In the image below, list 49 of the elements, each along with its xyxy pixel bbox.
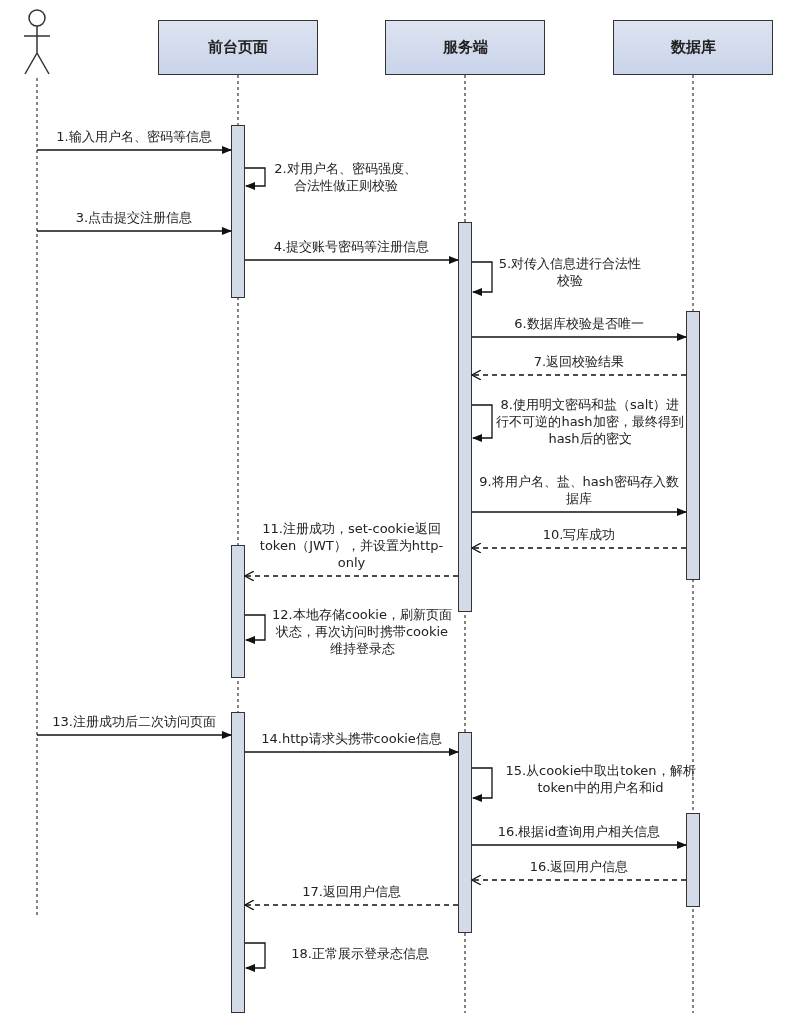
activation-bar (686, 311, 700, 580)
message-arrow (471, 508, 687, 516)
message-arrow (36, 731, 232, 739)
message-label: 18.正常展示登录态信息 (290, 945, 430, 962)
message-arrow (471, 369, 687, 381)
message-arrow (36, 227, 232, 235)
message-arrow (244, 570, 459, 582)
message-arrow (471, 542, 687, 554)
message-label: 7.返回校验结果 (532, 353, 626, 370)
actor-with-lifeline (22, 8, 52, 915)
message-label: 3.点击提交注册信息 (74, 209, 194, 226)
message-arrow (471, 841, 687, 849)
message-label: 17.返回用户信息 (301, 883, 402, 900)
message-arrow (471, 404, 493, 442)
message-arrow (244, 167, 266, 190)
message-label: 10.写库成功 (541, 526, 617, 543)
participant-box: 数据库 (613, 20, 773, 75)
activation-bar (231, 125, 245, 298)
message-label: 13.注册成功后二次访问页面 (51, 713, 217, 730)
message-label: 16.返回用户信息 (528, 858, 630, 875)
participant-box: 前台页面 (158, 20, 318, 75)
activation-bar (458, 222, 472, 612)
message-arrow (471, 874, 687, 886)
activation-bar (231, 712, 245, 1013)
message-label: 5.对传入信息进行合法性校验 (497, 255, 643, 289)
message-label: 6.数据库校验是否唯一 (513, 315, 645, 332)
participant-box: 服务端 (385, 20, 545, 75)
message-label: 12.本地存储cookie，刷新页面状态，再次访问时携带cookie维持登录态 (272, 606, 452, 657)
message-arrow (36, 146, 232, 154)
message-label: 16.根据id查询用户相关信息 (496, 823, 662, 840)
message-label: 9.将用户名、盐、hash密码存入数据库 (478, 473, 680, 507)
message-label: 2.对用户名、密码强度、合法性做正则校验 (273, 160, 418, 194)
message-label: 11.注册成功，set-cookie返回 token（JWT），并设置为http-only (258, 520, 445, 571)
message-label: 1.输入用户名、密码等信息 (55, 128, 213, 145)
message-arrow (471, 333, 687, 341)
message-label: 4.提交账号密码等注册信息 (272, 238, 431, 255)
message-label: 14.http请求头携带cookie信息 (260, 730, 443, 747)
activation-bar (458, 732, 472, 933)
activation-bar (686, 813, 700, 907)
message-label: 15.从cookie中取出token，解析token中的用户名和id (504, 762, 697, 796)
message-arrow (244, 614, 266, 644)
message-arrow (471, 261, 493, 296)
message-label: 8.使用明文密码和盐（salt）进行不可逆的hash加密，最终得到hash后的密文 (495, 396, 685, 447)
message-arrow (471, 767, 493, 802)
message-arrow (244, 899, 459, 911)
message-arrow (244, 256, 459, 264)
message-arrow (244, 748, 459, 756)
activation-bar (231, 545, 245, 678)
message-arrow (244, 942, 266, 972)
